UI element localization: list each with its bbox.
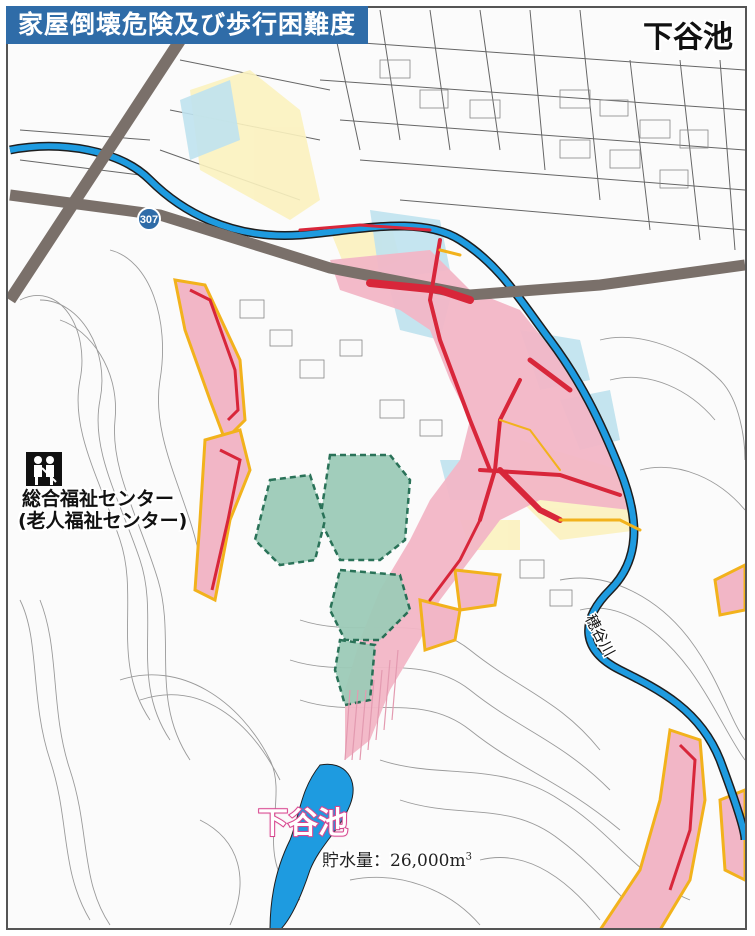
hazard-roads: [298, 223, 642, 602]
pond-storage: 貯水量：26,000m3: [322, 846, 472, 871]
slope-hazard-left: [173, 278, 252, 603]
pond[interactable]: [269, 763, 354, 930]
pond-label-top-right: 下谷池: [643, 20, 733, 55]
route-307-shield: 307: [137, 207, 161, 231]
pond-name: 下谷池: [257, 805, 349, 842]
hatched-slope: [344, 649, 399, 761]
elderly-care-facility-icon: [26, 452, 62, 486]
facility-name: 総合福祉センター: [22, 488, 175, 510]
route-shield-text: 307: [140, 214, 158, 226]
storage-unit-sup: 3: [465, 851, 472, 863]
facility-subname: (老人福祉センター): [18, 510, 188, 532]
map-title: 家屋倒壊危険及び歩行困難度: [6, 6, 369, 44]
highway-307: [9, 189, 745, 301]
slope-protection-zone: [253, 453, 412, 707]
river-fill: [9, 143, 745, 841]
slope-hazard-right: [418, 563, 745, 928]
highway-diagonal: [8, 8, 206, 304]
storage-label: 貯水量：: [322, 851, 390, 871]
storage-value: 26,000m: [390, 851, 466, 871]
building-blocks: [239, 59, 709, 607]
facility-marker[interactable]: 総合福祉センター (老人福祉センター): [18, 452, 187, 532]
